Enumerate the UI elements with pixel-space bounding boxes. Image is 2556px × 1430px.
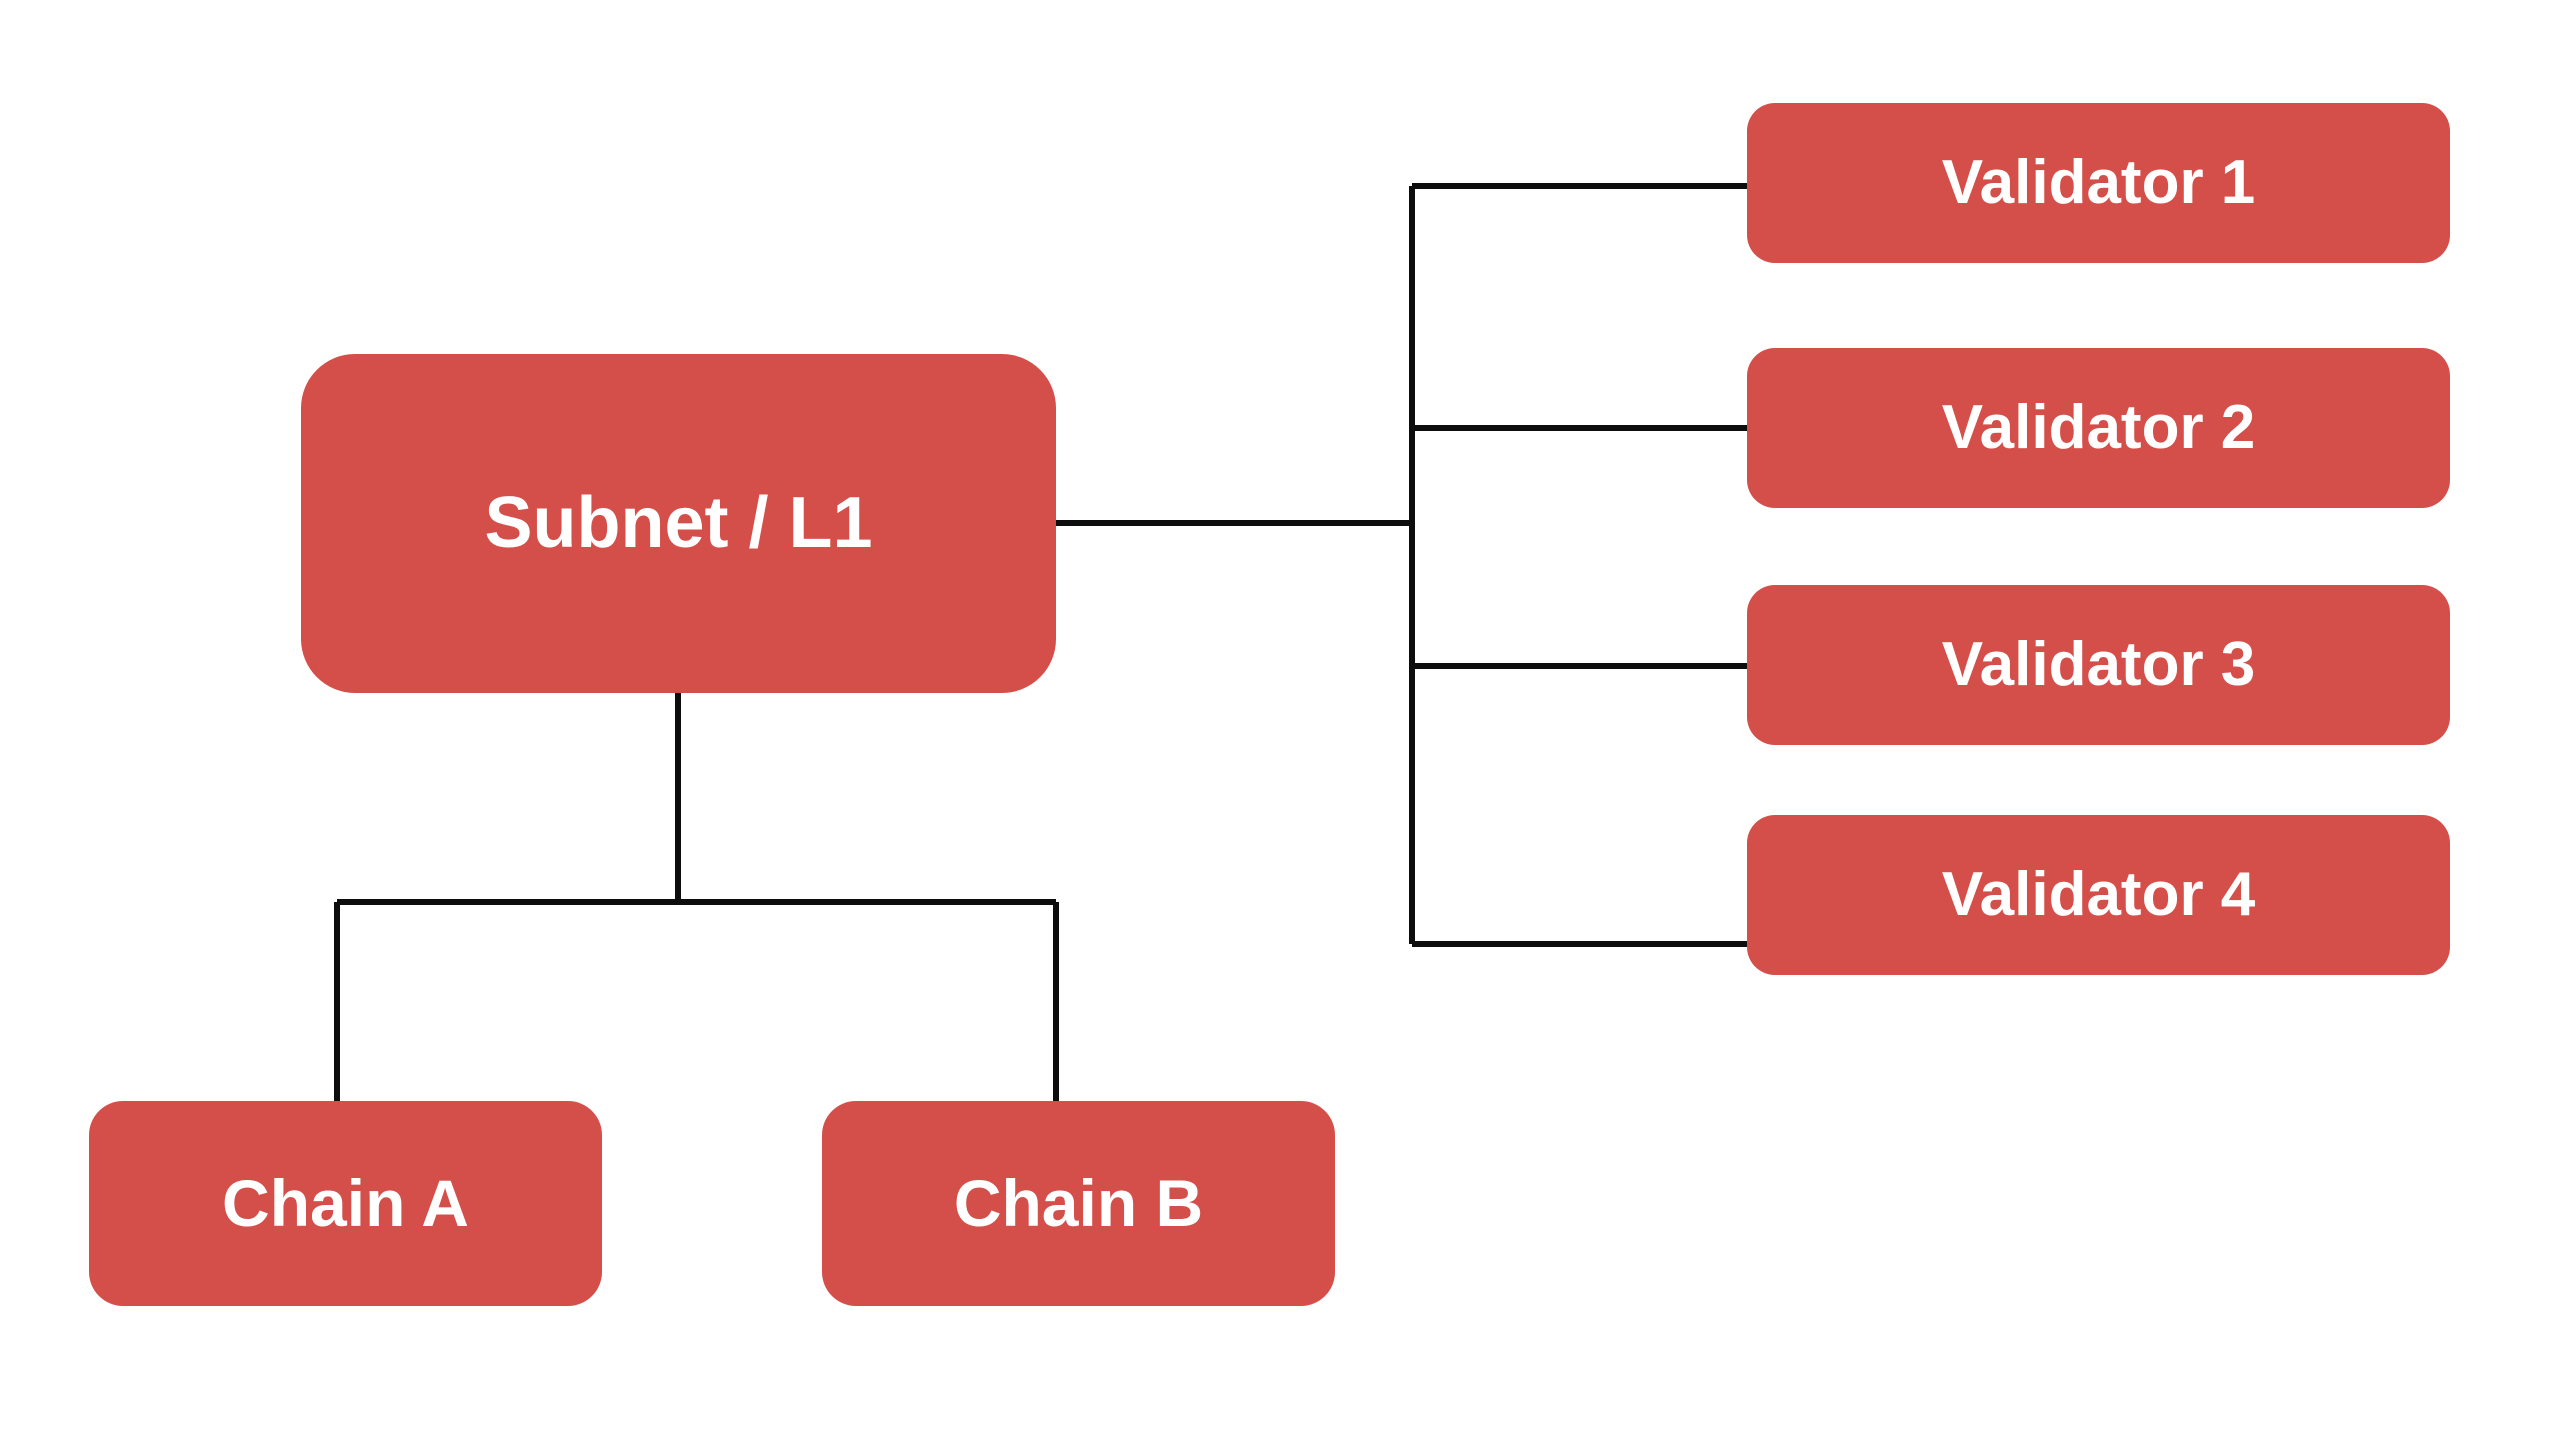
node-chain-b-label: Chain B xyxy=(953,1165,1204,1240)
node-validator-2-label: Validator 2 xyxy=(1941,393,2256,463)
node-validator-4-label: Validator 4 xyxy=(1941,860,2256,930)
node-subnet-l1-label: Subnet / L1 xyxy=(484,482,873,563)
node-validator-1-label: Validator 1 xyxy=(1941,148,2256,218)
node-validator-4[interactable]: Validator 4 xyxy=(1747,815,2450,975)
node-validator-3[interactable]: Validator 3 xyxy=(1747,585,2450,745)
node-validator-3-label: Validator 3 xyxy=(1941,630,2256,700)
node-validator-1[interactable]: Validator 1 xyxy=(1747,103,2450,263)
node-chain-a[interactable]: Chain A xyxy=(89,1101,602,1306)
node-validator-2[interactable]: Validator 2 xyxy=(1747,348,2450,508)
node-subnet-l1[interactable]: Subnet / L1 xyxy=(301,354,1056,693)
node-chain-a-label: Chain A xyxy=(222,1165,469,1240)
node-chain-b[interactable]: Chain B xyxy=(822,1101,1335,1306)
